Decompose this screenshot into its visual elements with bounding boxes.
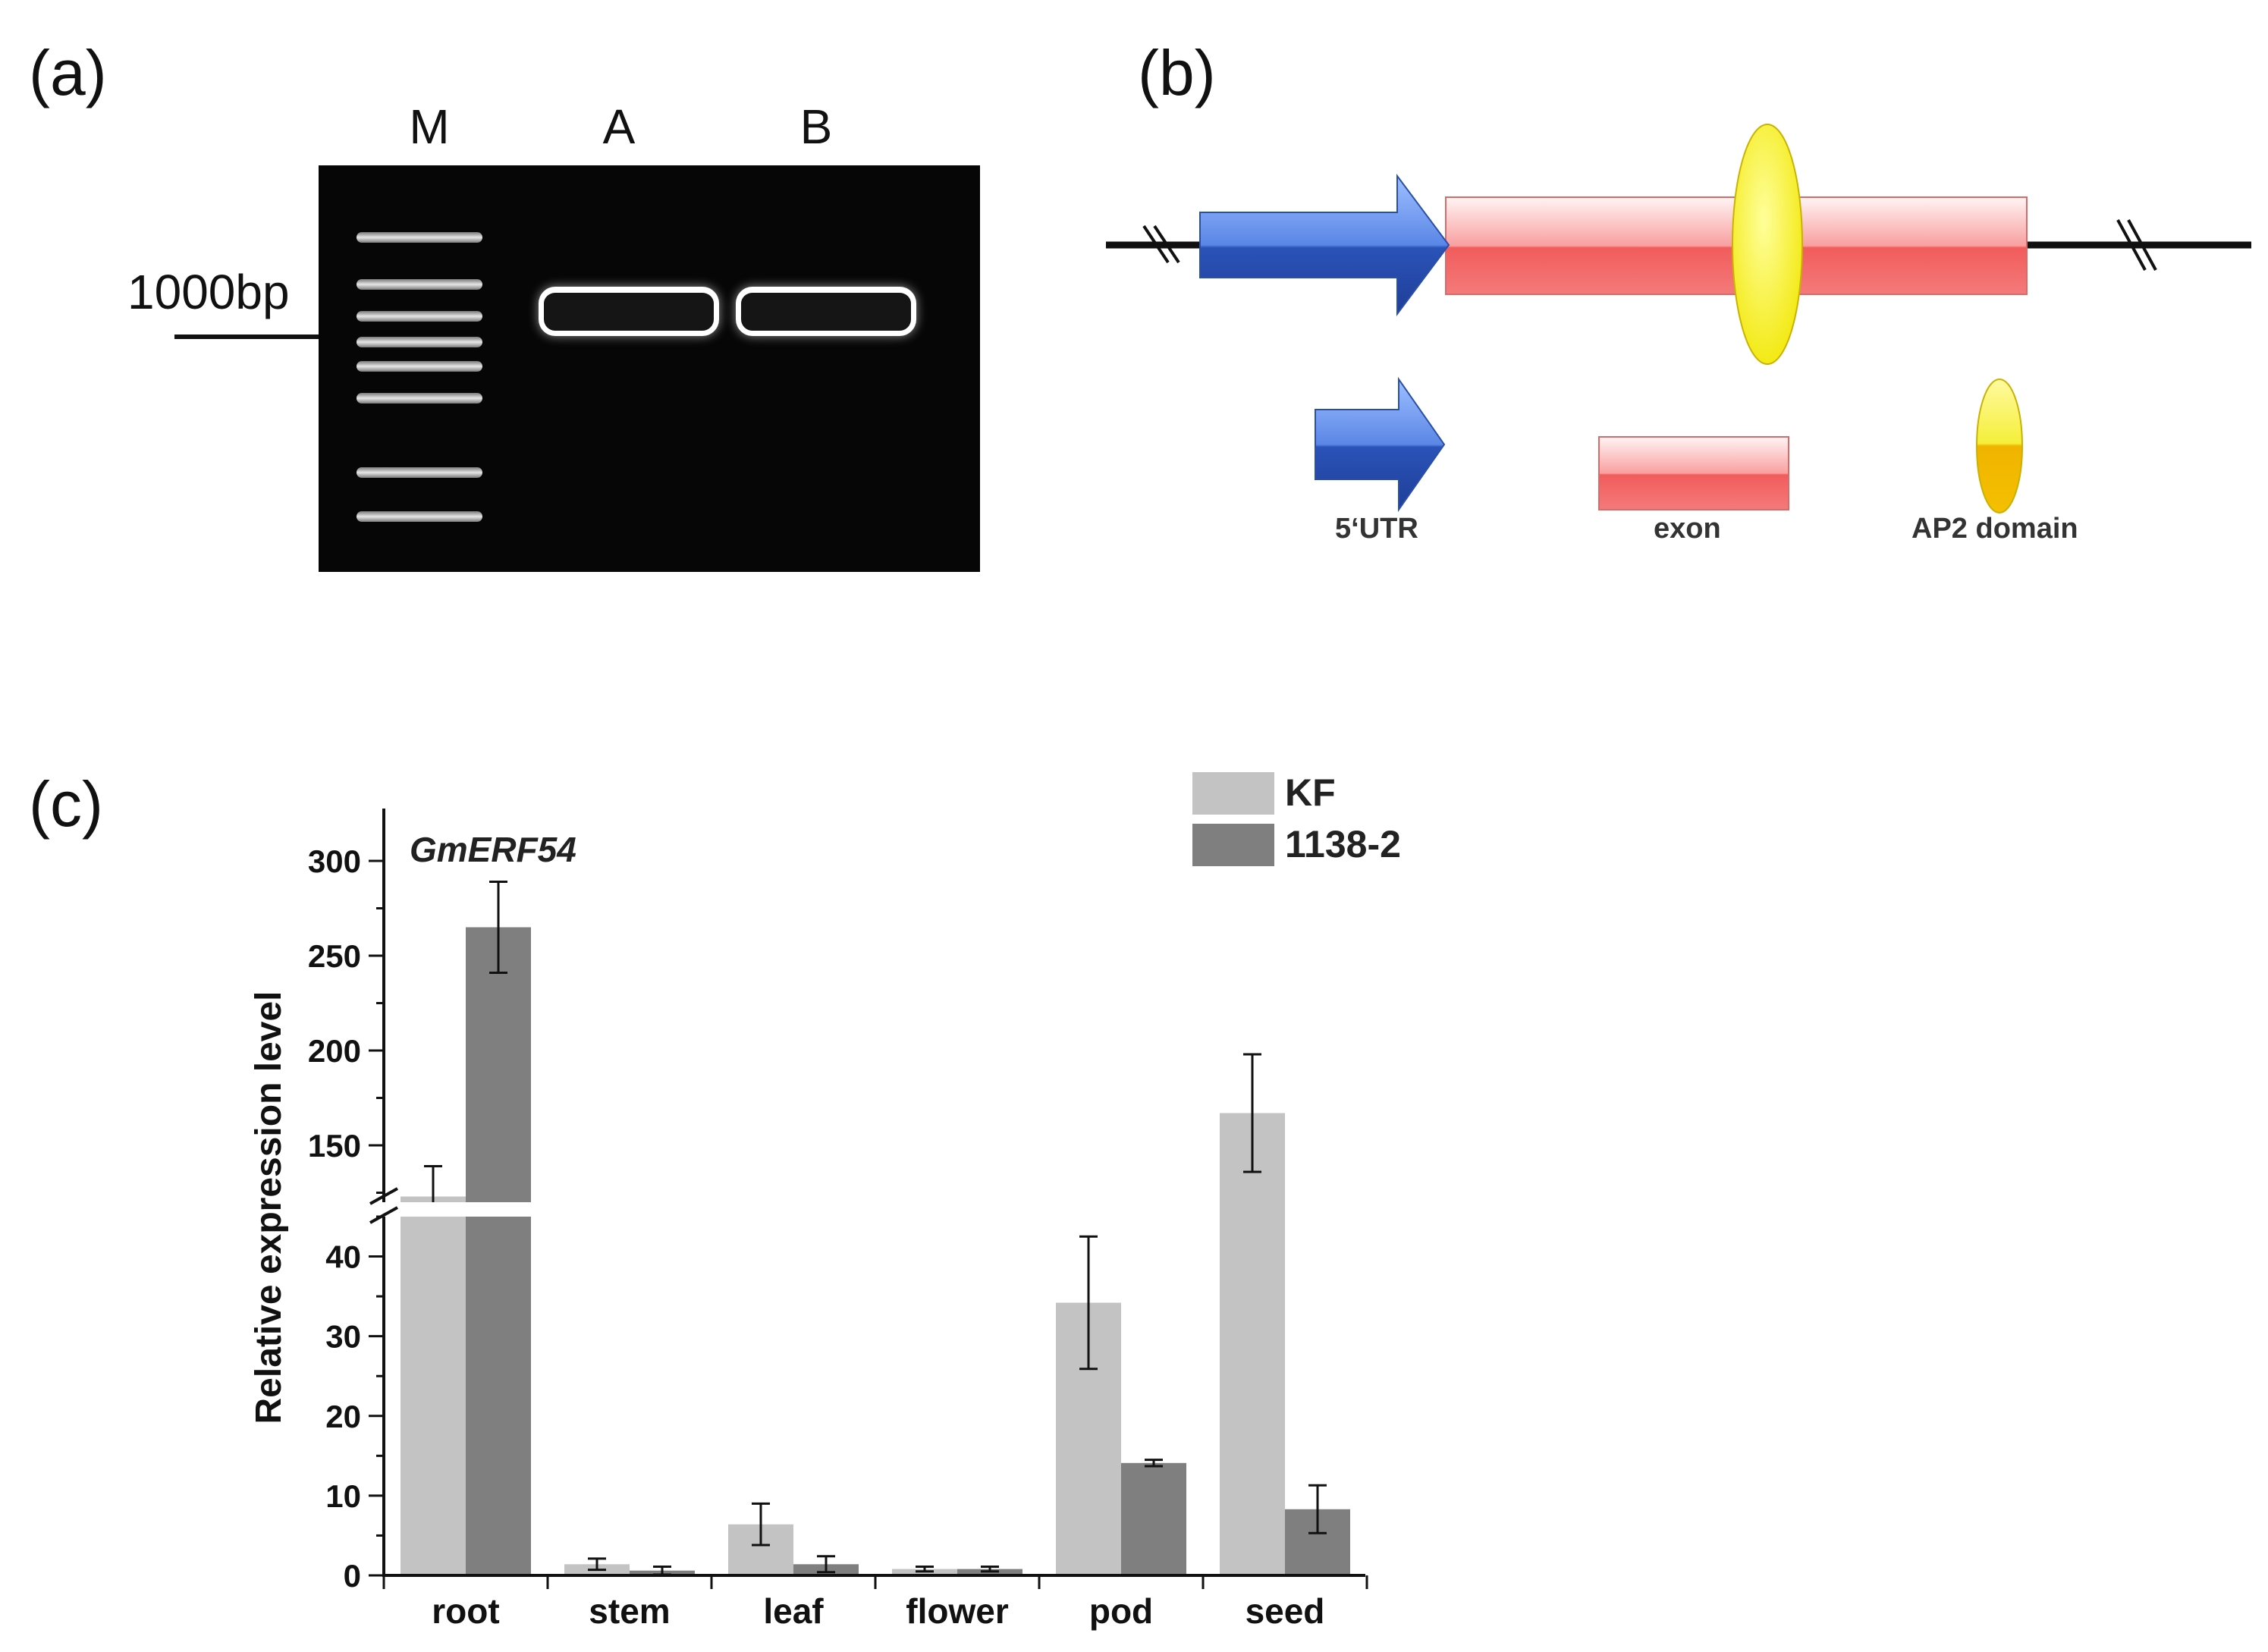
- ap2-legend-ellipse: [1976, 378, 2023, 514]
- break-mark: [2116, 219, 2147, 271]
- lane-label-b: B: [799, 99, 833, 154]
- bar-root-1: [466, 927, 531, 1575]
- break-mark: [1142, 225, 1170, 264]
- gene-structure-diagram: [1106, 124, 2251, 514]
- panel-b-label: (b): [1138, 37, 1216, 108]
- ladder-band: [357, 311, 482, 322]
- ladder-band: [357, 511, 482, 522]
- x-tick-label-pod: pod: [1089, 1591, 1153, 1631]
- ladder-band: [357, 279, 482, 290]
- y-tick-label: 10: [325, 1478, 361, 1514]
- x-tick-label-leaf: leaf: [763, 1591, 824, 1631]
- legend-label-ap2: AP2 domain: [1911, 513, 2078, 545]
- lane-label-a: A: [602, 99, 636, 154]
- bar-pod-1: [1121, 1462, 1186, 1575]
- ladder-band: [357, 467, 482, 478]
- y-tick-label: 300: [308, 843, 361, 879]
- y-tick-label: 150: [308, 1128, 361, 1164]
- legend-label-exon: exon: [1654, 513, 1721, 545]
- gel-image: [319, 165, 980, 572]
- y-tick-label: 20: [325, 1399, 361, 1434]
- legend-label-0: KF: [1285, 771, 1336, 814]
- utr-arrow: [1199, 173, 1450, 317]
- axis-break-mark: [369, 1187, 398, 1205]
- legend-label-1: 1138-2: [1285, 823, 1401, 865]
- marker-pointer-line: [174, 334, 357, 339]
- bar-root-0: [401, 1196, 466, 1575]
- y-axis-label: Relative expression level: [249, 991, 289, 1424]
- x-tick-label-flower: flower: [906, 1591, 1009, 1631]
- y-tick-label: 0: [344, 1558, 361, 1594]
- marker-size-label: 1000bp: [127, 265, 290, 319]
- legend-swatch-1: [1192, 824, 1274, 866]
- ladder-band: [357, 337, 482, 347]
- break-mark: [1153, 225, 1180, 264]
- axis-break-gap: [369, 1202, 930, 1217]
- ladder-band: [357, 393, 482, 404]
- sample-band-a: [539, 287, 719, 336]
- ap2-domain-ellipse: [1732, 124, 1803, 365]
- sample-band-b: [736, 287, 916, 336]
- bar-seed-0: [1220, 1113, 1285, 1575]
- chart-title: GmERF54: [410, 830, 576, 869]
- utr-legend-arrow: [1315, 376, 1446, 513]
- panel-c-label: (c): [29, 768, 103, 840]
- y-tick-label: 200: [308, 1033, 361, 1069]
- break-mark: [2127, 219, 2157, 271]
- ladder-band: [357, 232, 482, 243]
- exon-legend-box: [1598, 436, 1789, 510]
- ladder-band: [357, 361, 482, 372]
- legend-label-utr: 5‘UTR: [1335, 513, 1418, 545]
- lane-label-m: M: [409, 99, 450, 154]
- legend-swatch-0: [1192, 772, 1274, 815]
- x-tick-label-stem: stem: [589, 1591, 670, 1631]
- axis-break-mark: [369, 1206, 398, 1224]
- y-tick-label: 250: [308, 938, 361, 974]
- y-tick-label: 40: [325, 1239, 361, 1275]
- x-tick-label-root: root: [432, 1591, 499, 1631]
- x-tick-label-seed: seed: [1246, 1591, 1325, 1631]
- panel-a-label: (a): [29, 37, 107, 108]
- y-tick-label: 30: [325, 1319, 361, 1355]
